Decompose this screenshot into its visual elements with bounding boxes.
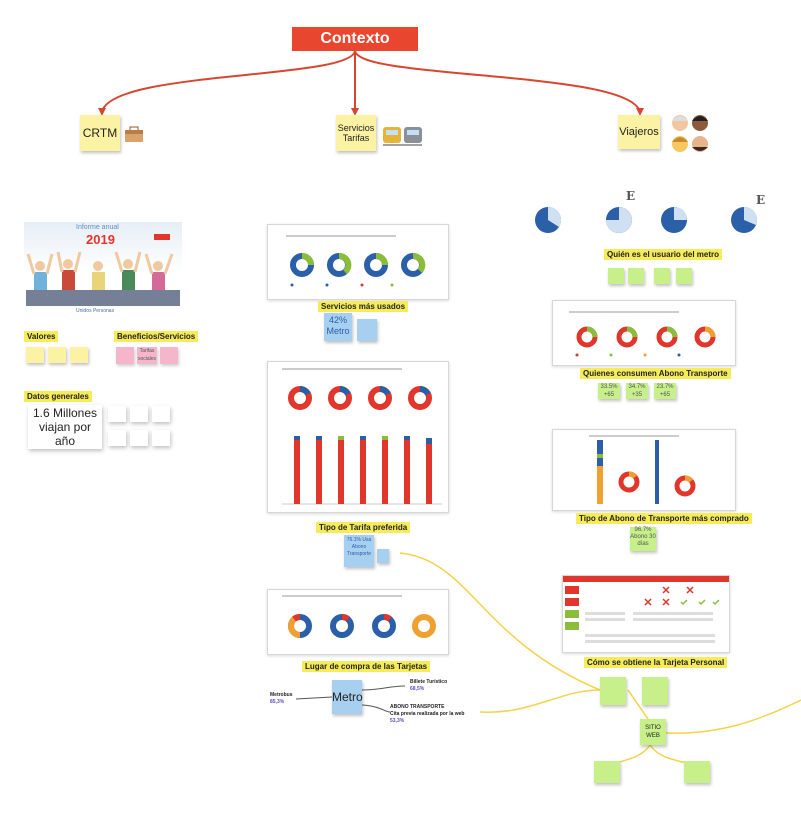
stat-note-6[interactable] [152, 430, 170, 446]
quienes-note-1[interactable]: 33.5% +65 [598, 383, 620, 399]
report-year: 2019 [86, 232, 115, 247]
report-title: Informe anual [76, 224, 119, 231]
report-footer: Unidos Personas [76, 308, 115, 314]
pct3: 23.7% [656, 384, 674, 390]
branch-viajeros[interactable]: Viajeros [618, 115, 660, 149]
briefcase-icon [124, 125, 144, 143]
pct2: 34.7% [628, 384, 646, 390]
como-note-2[interactable] [642, 677, 668, 705]
como-note-3[interactable] [594, 761, 620, 783]
tarjeta-table [565, 586, 720, 643]
quien-title: Quién es el usuario del metro [604, 249, 723, 260]
quienes-note-3[interactable]: 23.7% +65 [654, 383, 676, 399]
branch-crtm[interactable]: CRTM [80, 115, 120, 151]
pct1: 33.5% [600, 384, 618, 390]
stat-note-2[interactable] [130, 406, 148, 422]
pct2b: +35 [631, 392, 643, 398]
metrobus-label: Metrobus [270, 692, 293, 698]
tarifa-bars [282, 436, 442, 505]
beneficios-note-1[interactable] [116, 347, 134, 364]
usuario-pies: E E [535, 189, 765, 233]
train-icon [382, 125, 424, 147]
sitio-web-node[interactable]: SITIO WEB [640, 719, 666, 745]
stat-note-5[interactable] [130, 430, 148, 446]
cita-label: Cita previa realizada por la web [390, 711, 465, 717]
abono-label: ABONO TRANSPORTE [390, 704, 445, 710]
abono-chart-card[interactable] [552, 429, 736, 511]
metro-node[interactable]: Metro [332, 680, 363, 714]
abono-bars [597, 440, 696, 504]
quienes-title: Quienes consumen Abono Transporte [580, 368, 731, 379]
billete-label: Billete Turístico [410, 679, 448, 685]
lugar-title: Lugar de compra de las Tarjetas [302, 661, 431, 672]
valores-note-3[interactable] [70, 347, 88, 363]
quienes-donuts [575, 326, 716, 357]
como-note-1[interactable] [600, 677, 626, 705]
tarifa-donuts [288, 386, 432, 410]
lugar-donuts [287, 614, 436, 638]
quien-note-2[interactable] [628, 268, 644, 284]
quienes-chart-card[interactable] [552, 300, 736, 366]
title-node[interactable]: Contexto [292, 27, 418, 51]
metro-pct-note[interactable]: 42% Metro [324, 313, 352, 341]
billete-pct: 68,5% [410, 686, 425, 692]
metrobus-pct: 85,3% [270, 699, 285, 705]
tarifa-note-2[interactable] [377, 549, 389, 563]
branch-servicios[interactable]: Servicios Tarifas [336, 115, 376, 151]
stat-note-3[interactable] [152, 406, 170, 422]
datos-generales-label: Datos generales [24, 391, 92, 402]
tarifa-chart-card[interactable] [267, 361, 449, 513]
tarjeta-table-card[interactable] [562, 575, 730, 653]
stat-note-1[interactable] [108, 406, 126, 422]
pct3b: +65 [659, 392, 671, 398]
svg-text:E: E [626, 189, 635, 203]
lugar-chart-card[interactable] [267, 589, 449, 655]
quien-note-4[interactable] [676, 268, 692, 284]
cita-pct: 53,3% [390, 718, 405, 724]
valores-note-1[interactable] [26, 347, 44, 363]
quien-note-3[interactable] [654, 268, 670, 284]
abono-note[interactable]: 96.7% Abono 30 días [630, 527, 656, 551]
quien-note-1[interactable] [608, 268, 624, 284]
people-icon [670, 113, 712, 155]
pct1b: +65 [603, 392, 615, 398]
tarifa-title: Tipo de Tarifa preferida [316, 522, 411, 533]
valores-label: Valores [24, 331, 59, 342]
servicios-chart-card[interactable] [267, 224, 449, 300]
servicios-title: Servicios más usados [318, 301, 409, 312]
abono-title: Tipo de Abono de Transporte más comprado [576, 513, 752, 524]
valores-note-2[interactable] [48, 347, 66, 363]
servicios-note-2[interactable] [357, 319, 377, 341]
stat-note-4[interactable] [108, 430, 126, 446]
beneficios-note-3[interactable] [160, 347, 178, 364]
quienes-note-2[interactable]: 34.7% +35 [626, 383, 648, 399]
annual-report-image: Informe anual 2019 Unidos Personas [24, 222, 182, 320]
tarifa-note[interactable]: 76.1% Usa Abono Transporte [344, 535, 374, 567]
svg-text:E: E [756, 193, 765, 207]
beneficios-label: Beneficios/Servicios [114, 331, 199, 342]
como-title: Cómo se obtiene la Tarjeta Personal [584, 657, 728, 668]
beneficios-note-2[interactable]: Tarifas sociales [137, 347, 157, 364]
big-stat-note[interactable]: 1.6 Millones viajan por año [28, 405, 102, 449]
servicios-donuts [290, 253, 426, 287]
people-photo [26, 251, 180, 306]
como-note-4[interactable] [684, 761, 710, 783]
